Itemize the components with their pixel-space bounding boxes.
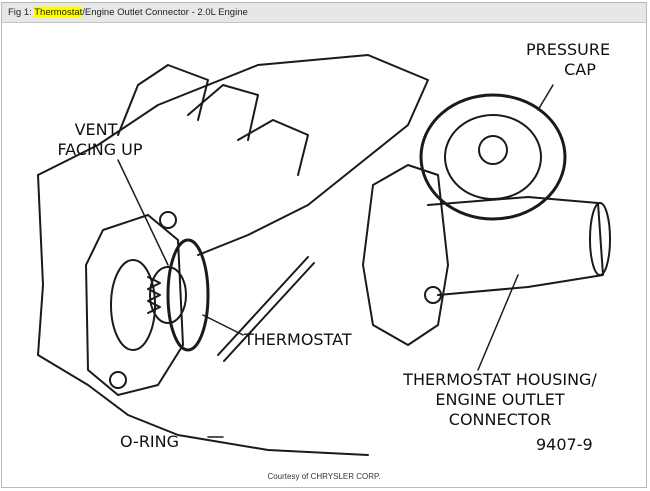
- leader-housing: [477, 274, 519, 371]
- label-vent-line1: VENT: [75, 120, 118, 139]
- label-pressure-cap-line1: PRESSURE: [526, 40, 610, 59]
- label-housing-line2: ENGINE OUTLET: [435, 390, 564, 409]
- thermostat-ring: [166, 238, 210, 352]
- label-housing-line1: THERMOSTAT HOUSING/: [402, 370, 597, 389]
- pressure-cap-outer: [419, 93, 567, 221]
- leader-thermostat: [202, 314, 244, 336]
- flange-bolt-hole-lower: [109, 371, 127, 389]
- mounting-flange: [85, 214, 184, 396]
- label-pressure-cap-line2: CAP: [564, 60, 596, 79]
- title-prefix: Fig 1:: [8, 7, 35, 18]
- outlet-end: [589, 202, 611, 276]
- flange-bore: [110, 259, 156, 351]
- pressure-cap-center: [478, 135, 508, 165]
- pressure-cap-inner: [444, 114, 542, 200]
- engine-block-outline: [37, 54, 429, 256]
- block-left-edge: [37, 174, 44, 356]
- flange-bolt-hole-upper: [159, 211, 177, 229]
- title-highlight: Thermostat: [34, 7, 83, 18]
- block-lower-edge: [37, 354, 369, 456]
- intake-runner-3: [237, 119, 309, 176]
- intake-runner-2: [187, 84, 259, 141]
- housing-bolt-hole: [424, 286, 442, 304]
- figure-title-bar: Fig 1: Thermostat/Engine Outlet Connecto…: [2, 3, 646, 23]
- label-thermostat: THERMOSTAT: [243, 330, 352, 349]
- figure-caption: Courtesy of CHRYSLER CORP.: [267, 472, 381, 481]
- title-rest: /Engine Outlet Connector - 2.0L Engine: [82, 7, 248, 18]
- thermostat-housing: [362, 164, 449, 346]
- label-housing-line3: CONNECTOR: [449, 410, 551, 429]
- housing-stud: [217, 256, 315, 362]
- leader-vent: [117, 159, 169, 266]
- thermostat-spring: [147, 276, 161, 314]
- label-oring: O-RING: [120, 432, 179, 451]
- figure-number: 9407-9: [536, 435, 593, 454]
- thermostat-diagram: PRESSURE CAP VENT FACING UP THERMOSTAT T…: [37, 40, 611, 456]
- label-vent-line2: FACING UP: [57, 140, 142, 159]
- leader-pressure-cap: [537, 84, 554, 111]
- intake-runner-1: [117, 64, 209, 136]
- thermostat-body: [149, 266, 187, 324]
